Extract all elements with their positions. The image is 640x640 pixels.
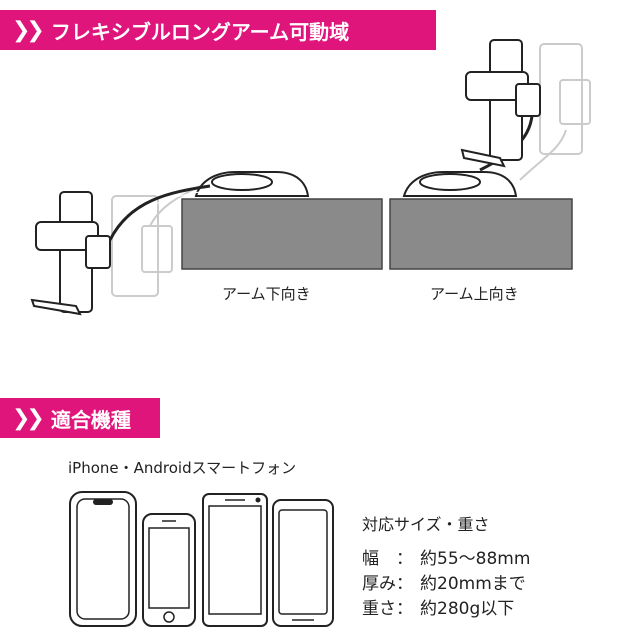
spec-width-value: 約55〜88mm (420, 549, 531, 569)
spec-weight-value: 約280g以下 (420, 599, 515, 619)
caption-arm-down: アーム下向き (222, 285, 311, 303)
phone-icon-android-large (202, 493, 268, 627)
flexible-arm-left (108, 184, 211, 241)
section-banner-compatible: ❯❯ 適合機種 (0, 398, 160, 438)
spec-thickness-label: 厚み： (362, 574, 413, 594)
spec-weight: 重さ： 約280g以下 (362, 594, 514, 619)
arm-up-illustration (389, 39, 591, 270)
spec-width: 幅 ： 約55〜88mm (362, 544, 530, 569)
section-banner-flexible-arm: ❯❯ フレキシブルロングアーム可動域 (0, 10, 436, 50)
spec-weight-label: 重さ： (362, 599, 413, 619)
section-title: 適合機種 (50, 407, 131, 432)
caption-arm-up: アーム上向き (430, 285, 519, 303)
table-left (181, 198, 383, 270)
table-right (389, 198, 573, 270)
spec-thickness: 厚み： 約20mmまで (362, 569, 526, 594)
phone-icon-home-button (142, 513, 196, 627)
phone-outlines (69, 491, 334, 627)
arm-down-illustration (30, 171, 383, 316)
spec-thickness-value: 約20mmまで (420, 574, 526, 594)
double-chevron-right-icon: ❯❯ (12, 405, 45, 431)
spec-width-label: 幅 ： (362, 549, 413, 569)
phone-icon-notch (69, 491, 137, 627)
devices-label: iPhone・Androidスマートフォン (68, 459, 297, 477)
double-chevron-right-icon: ❯❯ (12, 17, 45, 43)
phone-icon-android (272, 499, 334, 627)
spec-title: 対応サイズ・重さ (362, 515, 490, 534)
section-title: フレキシブルロングアーム可動域 (50, 19, 350, 44)
